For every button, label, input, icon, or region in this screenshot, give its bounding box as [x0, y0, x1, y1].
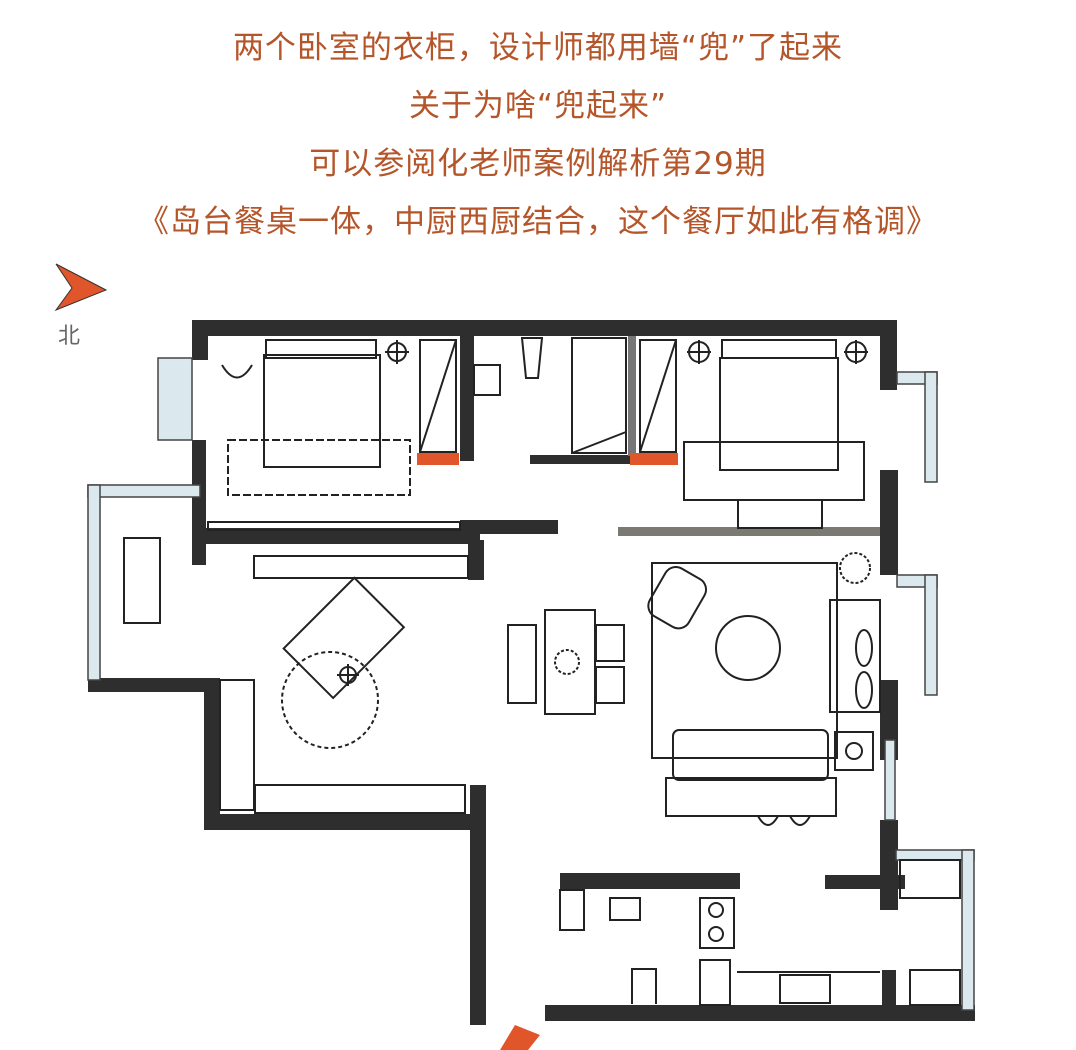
study-room [123, 537, 469, 814]
walls [88, 320, 975, 1025]
wardrobe-sill-left [417, 453, 459, 465]
dining-area [507, 609, 625, 715]
bedroom-right [639, 339, 868, 529]
bedroom-left [207, 339, 461, 531]
entrance-arrow-icon [500, 1025, 540, 1050]
north-arrow-icon [54, 263, 108, 312]
living-room [647, 552, 881, 826]
kitchen [559, 859, 961, 1006]
caption-line-1: 两个卧室的衣柜，设计师都用墙“兜”了起来 [232, 30, 844, 66]
caption-line-3: 可以参阅化老师案例解析第29期 [309, 146, 767, 182]
north-label: 北 [58, 324, 81, 349]
wardrobe-sill-right [630, 453, 678, 465]
caption-line-2: 关于为啥“兜起来” [408, 88, 668, 124]
caption-line-4: 《岛台餐桌一体，中厨西厨结合，这个餐厅如此有格调》 [138, 204, 938, 240]
windows [87, 357, 975, 1011]
bathroom [473, 337, 627, 454]
